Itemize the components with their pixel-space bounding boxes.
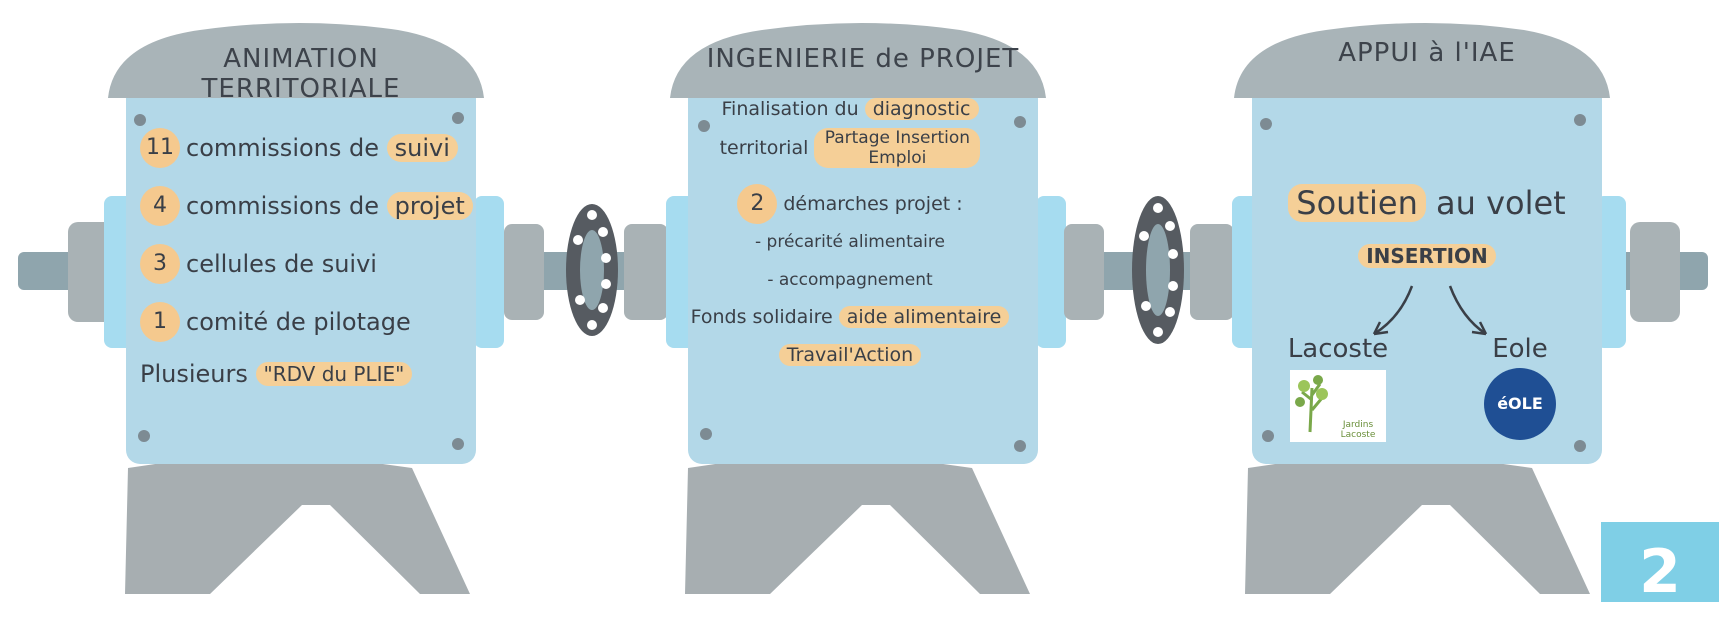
finalisation-text: Finalisation du <box>721 98 859 120</box>
arrow-right <box>1448 285 1487 336</box>
lacoste-logo-text: Jardins Lacoste <box>1340 420 1376 440</box>
row-text: cellules de suivi <box>186 250 377 278</box>
territorial-text: territorial <box>719 137 809 159</box>
fonds-text: Fonds solidaire <box>690 306 833 328</box>
row-highlight: projet <box>386 192 473 220</box>
connector <box>1630 222 1680 322</box>
partage-highlight: Partage Insertion Emploi <box>814 128 981 168</box>
page-number-badge: 2 <box>1601 522 1719 607</box>
title-ingenierie: INGENIERIE de PROJET <box>706 44 1020 74</box>
line-fonds: Fonds solidaire aide alimentaire <box>690 306 1010 328</box>
soutien-line: Soutien au volet <box>1252 184 1602 222</box>
panel-animation: 11 commissions de suivi 4 commissions de… <box>140 128 473 388</box>
line-item-1: - précarité alimentaire <box>755 232 945 252</box>
insertion-highlight: INSERTION <box>1358 244 1496 268</box>
machine-ingenierie <box>624 23 1104 594</box>
demarches-text: démarches projet : <box>783 193 963 215</box>
row-text: commissions de <box>186 192 380 220</box>
machine-appui <box>1190 23 1626 594</box>
footer-highlight: "RDV du PLIE" <box>255 362 413 386</box>
row-3: 3 cellules de suivi <box>140 244 460 284</box>
panel-ingenierie: Finalisation du diagnostic territorial P… <box>690 94 1010 370</box>
count-badge: 2 <box>737 184 778 224</box>
line-travail: Travail'Action <box>690 344 1010 366</box>
soutien-rest: au volet <box>1436 184 1566 222</box>
line-item-2: - accompagnement <box>767 270 933 290</box>
aide-highlight: aide alimentaire <box>838 306 1010 328</box>
row-4: 1 comité de pilotage <box>140 302 460 342</box>
title-animation: ANIMATION TERRITORIALE <box>201 44 401 104</box>
footer-prefix: Plusieurs <box>140 360 248 388</box>
row-2: 4 commissions de projet <box>140 186 473 226</box>
insertion-line: INSERTION <box>1252 244 1602 268</box>
soutien-highlight: Soutien <box>1288 184 1426 222</box>
count-badge: 1 <box>140 302 180 342</box>
line-finalisation: Finalisation du diagnostic <box>690 98 1010 120</box>
tree-icon <box>1301 383 1324 433</box>
row-highlight: suivi <box>386 134 458 162</box>
eole-logo-text: éOLE <box>1497 394 1543 413</box>
eole-label: Eole <box>1492 334 1548 364</box>
row-text: comité de pilotage <box>186 308 411 336</box>
eole-logo <box>1484 368 1556 440</box>
valve-wheel <box>1132 196 1184 344</box>
travail-highlight: Travail'Action <box>778 344 922 366</box>
count-badge: 4 <box>140 186 180 226</box>
line-territorial: territorial Partage Insertion Emploi <box>690 128 1010 168</box>
line-demarches: 2 démarches projet : <box>690 184 1010 224</box>
lacoste-label: Lacoste <box>1287 334 1389 364</box>
diagnostic-highlight: diagnostic <box>864 98 979 120</box>
row-text: commissions de <box>186 134 380 162</box>
valve-wheel <box>566 204 618 336</box>
count-badge: 3 <box>140 244 180 284</box>
arrow-left <box>1373 285 1414 336</box>
count-badge: 11 <box>140 128 180 168</box>
row-1: 11 commissions de suivi <box>140 128 460 168</box>
row-footer: Plusieurs "RDV du PLIE" <box>140 360 460 388</box>
title-appui: APPUI à l'IAE <box>1338 38 1516 68</box>
